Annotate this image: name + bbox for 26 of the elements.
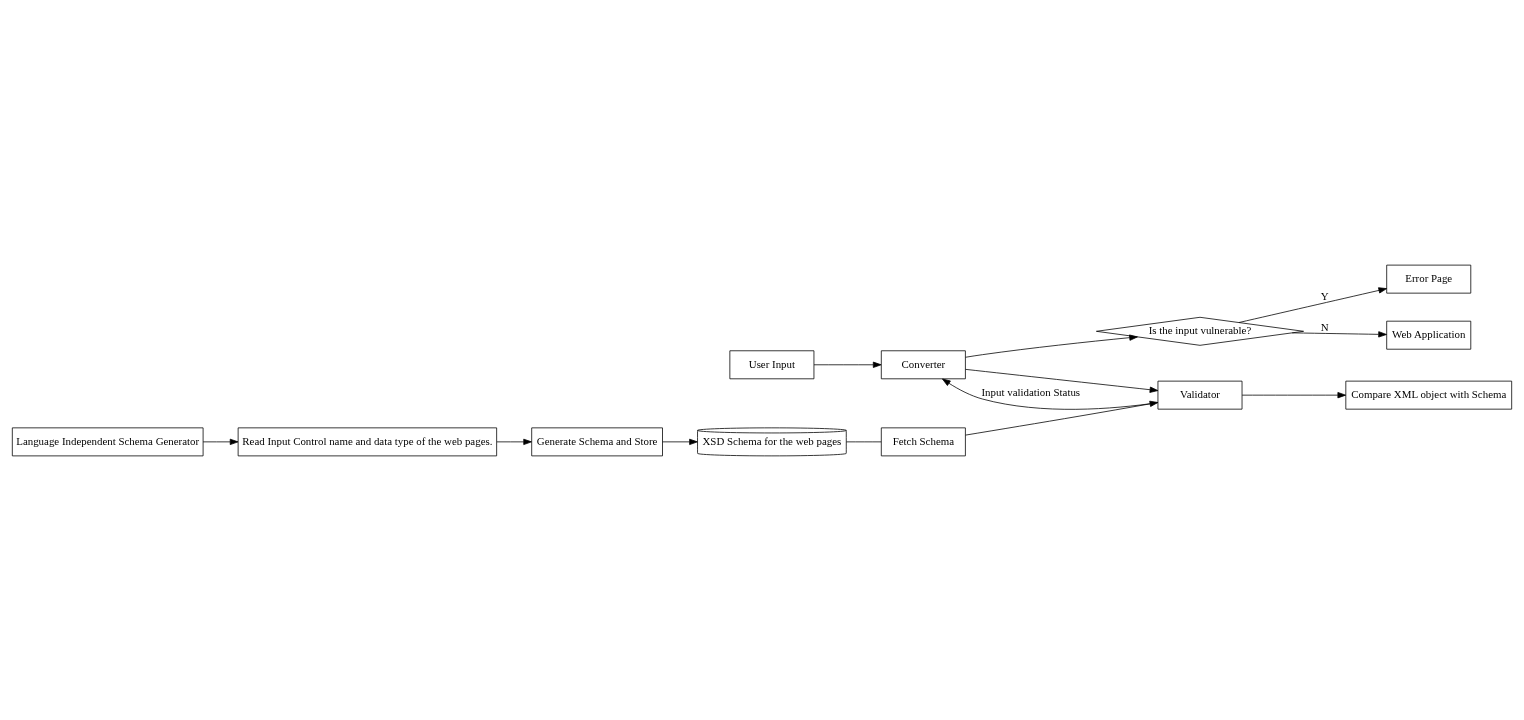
node-box: Fetch Schema [880,426,966,456]
arrow [662,438,698,445]
edge-label: Y [1320,289,1329,302]
node-box: Validator [1157,380,1243,410]
arrow [1238,286,1388,323]
arrow [942,378,1159,410]
node-box: Error Page [1386,264,1472,294]
arrow [965,400,1159,435]
node-box: Compare XML object with Schema [1345,380,1513,410]
connector [845,441,882,442]
edge-label: N [1320,320,1329,333]
arrow [1291,330,1387,337]
node-box: User Input [729,349,815,379]
node-box: Generate Schema and Store [531,426,663,456]
node-diamond: Is the input vulnerable? [1096,316,1304,346]
arrow [965,368,1159,393]
node-box: Converter [880,349,966,379]
arrow [813,361,882,368]
arrow [496,438,532,445]
arrow [202,438,239,445]
node-box: Web Application [1386,320,1472,350]
node-box: Read Input Control name and data type of the web pages. [237,426,498,456]
arrow [1241,391,1347,398]
node-box: Language Independent Schema Generator [11,426,204,456]
arrow [965,334,1138,358]
edge-label: Input validation Status [981,385,1081,398]
